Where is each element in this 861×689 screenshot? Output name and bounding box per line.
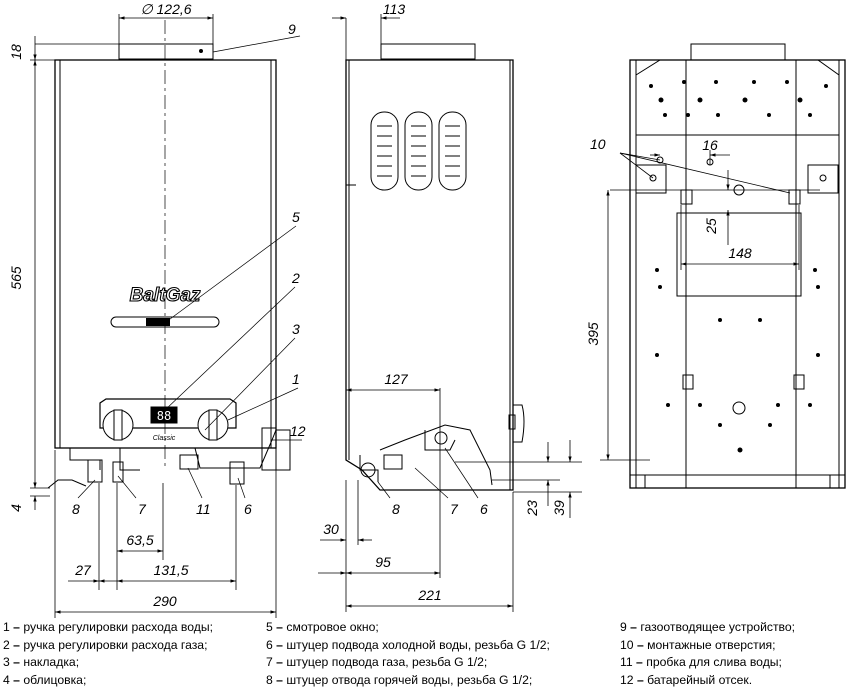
dim-height-39: 39 [551, 500, 567, 516]
dim-water-offset: 27 [74, 562, 92, 578]
side-dimension-labels: 113 127 30 95 221 23 39 [323, 1, 567, 603]
legend-col-1: 1 – ручка регулировки расхода воды; 2 – … [3, 619, 213, 689]
legend-item: 6 – штуцер подвода холодной воды, резьба… [266, 637, 550, 655]
back-flue [691, 44, 785, 60]
back-callout-10: 10 [590, 136, 606, 152]
legend-item: 12 – батарейный отсек. [620, 672, 795, 689]
display-value: 88 [157, 409, 171, 423]
callout-6: 6 [244, 501, 252, 517]
flue-outlet [119, 44, 213, 59]
callout-5: 5 [292, 209, 300, 225]
side-callout-8: 8 [392, 501, 400, 517]
callout-11: 11 [196, 501, 211, 517]
dim-flue-height: 18 [8, 44, 24, 60]
dim-depth-top: 113 [383, 1, 406, 17]
side-callout-7: 7 [450, 501, 459, 517]
badge-label: Classic [153, 435, 176, 442]
side-callout-6: 6 [480, 501, 488, 517]
brand-logo: BaltGaz [130, 285, 201, 306]
dim-hole-height: 395 [585, 322, 601, 346]
dim-hole-width: 148 [728, 245, 752, 261]
dim-connector-depth: 127 [384, 371, 409, 387]
dim-total-height: 565 [8, 266, 24, 290]
legend-item: 10 – монтажные отверстия; [620, 637, 795, 655]
front-view: BaltGaz 88 Classic [48, 20, 290, 488]
dim-offset-95: 95 [375, 554, 391, 570]
dim-base-offset: 4 [8, 504, 24, 512]
legend-item: 4 – облицовка; [3, 672, 213, 689]
legend-item: 7 – штуцер подвода газа, резьба G 1/2; [266, 654, 550, 672]
callout-3: 3 [292, 321, 300, 337]
legend-item: 9 – газоотводящее устройство; [620, 619, 795, 637]
callout-7: 7 [138, 501, 147, 517]
front-casing [55, 60, 276, 448]
vent-windows [371, 112, 466, 190]
side-dimensions [318, 14, 582, 612]
dim-hole-spacing: 16 [702, 137, 718, 153]
dim-hole-offset: 25 [703, 218, 719, 235]
callout-9: 9 [288, 21, 296, 37]
dim-width: 290 [152, 593, 177, 609]
side-view [346, 44, 524, 490]
callout-12: 12 [290, 423, 306, 439]
dim-spacing-gas: 63,5 [126, 532, 153, 548]
dim-flue-diameter: ∅ 122,6 [140, 1, 191, 17]
callout-8: 8 [72, 501, 80, 517]
legend-item: 2 – ручка регулировки расхода газа; [3, 637, 213, 655]
mount-bracket-left [636, 165, 666, 193]
drain-plug [180, 455, 198, 469]
back-dimensions [600, 150, 820, 460]
dim-water-span: 131,5 [153, 562, 188, 578]
legend-item: 1 – ручка регулировки расхода воды; [3, 619, 213, 637]
flue-hole [200, 50, 203, 53]
legend-item: 5 – смотровое окно; [266, 619, 550, 637]
mount-bracket-right [808, 165, 838, 193]
front-dimensions [30, 14, 276, 618]
back-frame [630, 60, 845, 488]
dim-height-23: 23 [524, 500, 540, 517]
callout-1: 1 [292, 371, 300, 387]
gas-fitting [113, 462, 123, 482]
dim-offset-30: 30 [323, 521, 339, 537]
dim-depth: 221 [417, 587, 441, 603]
legend-col-3: 9 – газоотводящее устройство; 10 – монта… [620, 619, 795, 689]
legend-item: 3 – накладка; [3, 654, 213, 672]
legend-item: 11 – пробка для слива воды; [620, 654, 795, 672]
top-plate-holes [649, 80, 828, 117]
back-top-plate [636, 60, 839, 135]
back-view [630, 44, 845, 488]
side-flue [381, 44, 475, 59]
callout-2: 2 [291, 270, 300, 286]
legend-col-2: 5 – смотровое окно; 6 – штуцер подвода х… [266, 619, 550, 689]
legend-item: 8 – штуцер отвода горячей воды, резьба G… [266, 672, 550, 689]
cold-water-fitting [230, 462, 244, 484]
back-dimension-labels: 10 16 25 148 395 [585, 136, 752, 346]
side-plumbing [360, 425, 492, 485]
